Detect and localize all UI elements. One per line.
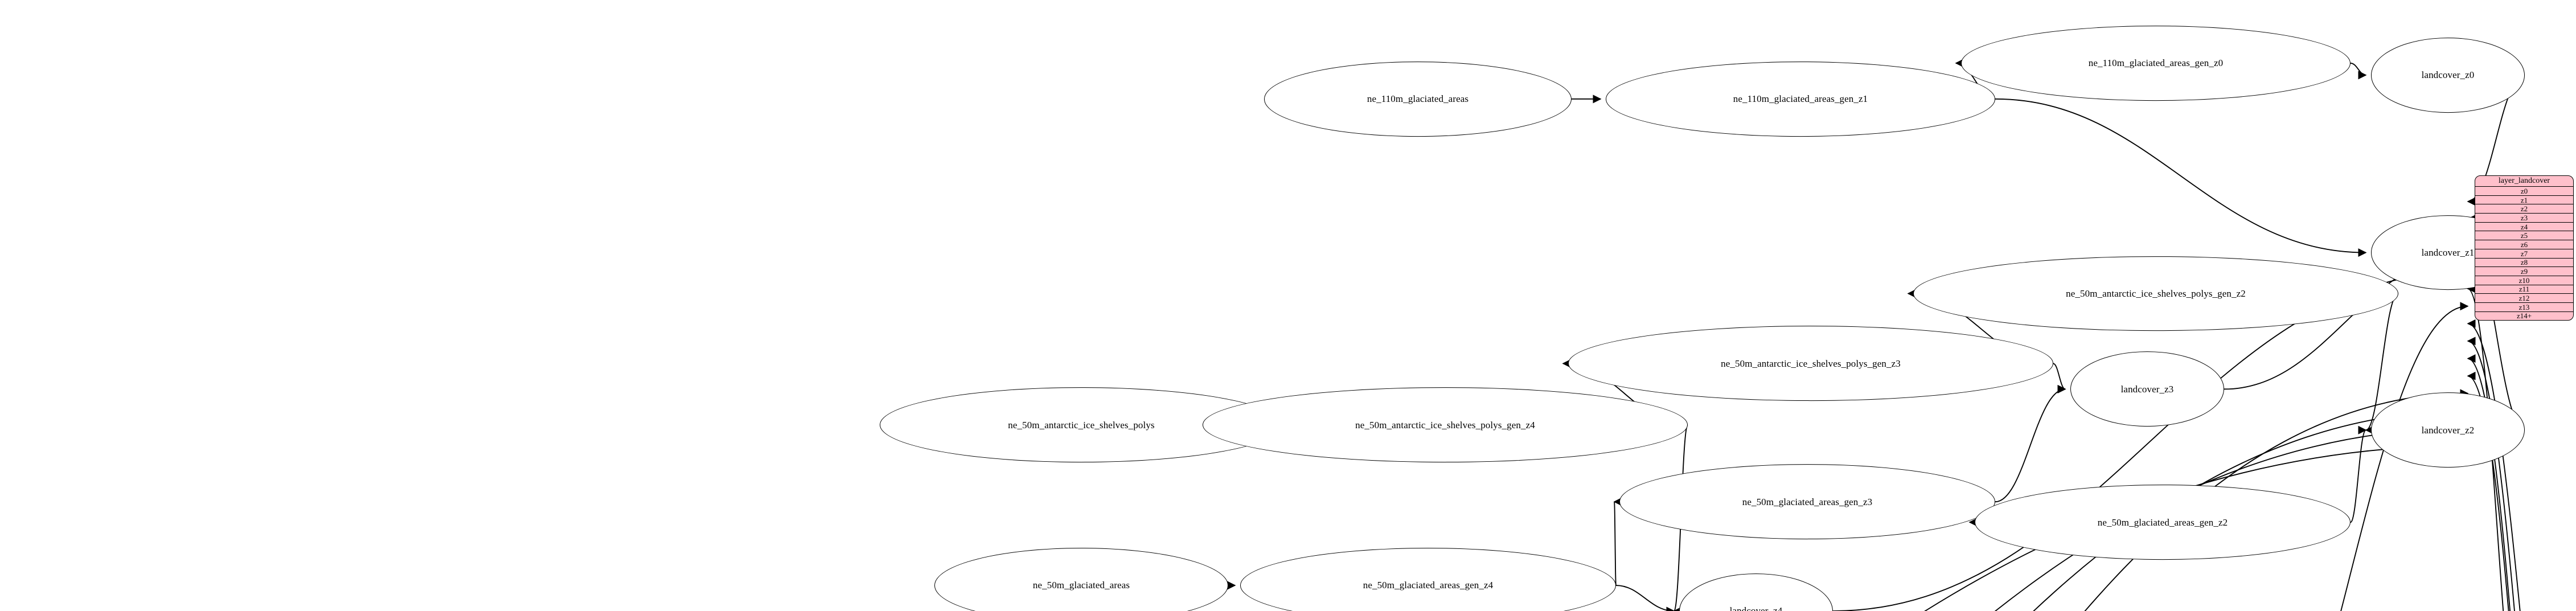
layer-landcover-row-z11[interactable]: z11 xyxy=(2475,284,2573,294)
node-label: landcover_z1 xyxy=(2421,247,2475,259)
node-label: ne_50m_glaciated_areas_gen_z4 xyxy=(1363,580,1494,591)
node-ne-50m-antarctic-ice-shelves-polys-gen-z2[interactable]: ne_50m_antarctic_ice_shelves_polys_gen_z… xyxy=(1913,256,2398,331)
node-ne-110m-glaciated-areas-gen-z1[interactable]: ne_110m_glaciated_areas_gen_z1 xyxy=(1606,61,1995,137)
node-label: ne_50m_antarctic_ice_shelves_polys_gen_z… xyxy=(1721,358,1901,369)
layer-landcover-row-z10[interactable]: z10 xyxy=(2475,275,2573,285)
node-label: landcover_z4 xyxy=(1729,605,1783,611)
node-label: ne_50m_glaciated_areas xyxy=(1032,580,1130,591)
node-ne-50m-antarctic-ice-shelves-polys-gen-z4[interactable]: ne_50m_antarctic_ice_shelves_polys_gen_z… xyxy=(1203,387,1688,463)
node-label: ne_50m_glaciated_areas_gen_z3 xyxy=(1742,496,1873,507)
node-label: ne_110m_glaciated_areas_gen_z0 xyxy=(2088,58,2224,69)
edge-osm_landcover_gen_z9-to-layer_landcover-z9 xyxy=(2467,354,2511,611)
edge-landcover_z6-to-layer_landcover-z6 xyxy=(2340,302,2469,611)
layer-landcover-row-z12[interactable]: z12 xyxy=(2475,293,2573,302)
node-label: ne_50m_antarctic_ice_shelves_polys_gen_z… xyxy=(1355,419,1535,430)
node-label: ne_50m_glaciated_areas_gen_z2 xyxy=(2097,516,2228,528)
layer-landcover-row-z6[interactable]: z6 xyxy=(2475,240,2573,249)
node-ne-50m-glaciated-areas-gen-z3[interactable]: ne_50m_glaciated_areas_gen_z3 xyxy=(1619,464,1995,540)
node-ne-110m-glaciated-areas[interactable]: ne_110m_glaciated_areas xyxy=(1264,61,1572,137)
layer-landcover-row-z5[interactable]: z5 xyxy=(2475,231,2573,240)
node-ne-50m-glaciated-areas[interactable]: ne_50m_glaciated_areas xyxy=(934,548,1228,611)
layer-landcover-row-z1[interactable]: z1 xyxy=(2475,195,2573,204)
node-label: ne_50m_antarctic_ice_shelves_polys xyxy=(1008,419,1155,430)
edge-ne_110m_glaciated_areas_gen_z1-to-landcover_z1 xyxy=(1995,98,2367,257)
layer-landcover-row-z8[interactable]: z8 xyxy=(2475,257,2573,267)
edge-ne_110m_glaciated_areas_gen_z0-to-landcover_z0 xyxy=(2350,62,2367,80)
edge-ne_50m_antarctic_ice_shelves_polys_gen_z3-to-landcover_z3 xyxy=(2053,363,2066,393)
node-landcover-z0[interactable]: landcover_z0 xyxy=(2371,37,2525,113)
node-ne-50m-antarctic-ice-shelves-polys-gen-z3[interactable]: ne_50m_antarctic_ice_shelves_polys_gen_z… xyxy=(1568,326,2053,401)
layer-landcover-row-z0[interactable]: z0 xyxy=(2475,186,2573,195)
node-label: landcover_z3 xyxy=(2120,383,2174,395)
node-label: ne_50m_antarctic_ice_shelves_polys_gen_z… xyxy=(2066,288,2246,300)
layer-landcover-row-z7[interactable]: z7 xyxy=(2475,248,2573,258)
node-label: landcover_z0 xyxy=(2421,69,2475,81)
edge-ne_50m_glaciated_areas_gen_z3-to-landcover_z3 xyxy=(1995,384,2066,503)
node-landcover-z3[interactable]: landcover_z3 xyxy=(2070,351,2224,427)
layer-landcover-row-z2[interactable]: z2 xyxy=(2475,204,2573,213)
node-label: ne_110m_glaciated_areas xyxy=(1367,93,1469,105)
node-ne-50m-glaciated-areas-gen-z2[interactable]: ne_50m_glaciated_areas_gen_z2 xyxy=(1975,485,2351,560)
edge-ne_50m_glaciated_areas_gen_z4-to-ne_50m_glaciated_areas_gen_z3 xyxy=(1613,498,1623,586)
edge-osm_landcover_gen_z7-to-layer_landcover-z7 xyxy=(2467,319,2521,611)
node-ne-110m-glaciated-areas-gen-z0[interactable]: ne_110m_glaciated_areas_gen_z0 xyxy=(1961,25,2351,101)
layer-landcover-row-z13[interactable]: z13 xyxy=(2475,302,2573,311)
node-label: ne_110m_glaciated_areas_gen_z1 xyxy=(1733,93,1868,105)
layer-landcover-row-z14plus[interactable]: z14+ xyxy=(2475,311,2573,321)
edge-osm_landcover_gen_z8-to-layer_landcover-z8 xyxy=(2467,337,2515,611)
node-landcover-z2[interactable]: landcover_z2 xyxy=(2371,392,2525,468)
edge-osm_landcover_gen_z11-to-layer_landcover-z11 xyxy=(2084,389,2469,611)
node-label: landcover_z2 xyxy=(2421,424,2475,436)
layer-landcover-row-z4[interactable]: z4 xyxy=(2475,222,2573,231)
layer-landcover-row-z3[interactable]: z3 xyxy=(2475,213,2573,222)
edge-ne_50m_glaciated_areas_gen_z2-to-landcover_z2 xyxy=(2350,425,2367,523)
layer-landcover-header: layer_landcover xyxy=(2498,177,2550,185)
layer-landcover-row-z9[interactable]: z9 xyxy=(2475,266,2573,276)
node-ne-50m-glaciated-areas-gen-z4[interactable]: ne_50m_glaciated_areas_gen_z4 xyxy=(1240,548,1616,611)
edge-ne_50m_glaciated_areas_gen_z4-to-landcover_z4 xyxy=(1615,585,1675,611)
